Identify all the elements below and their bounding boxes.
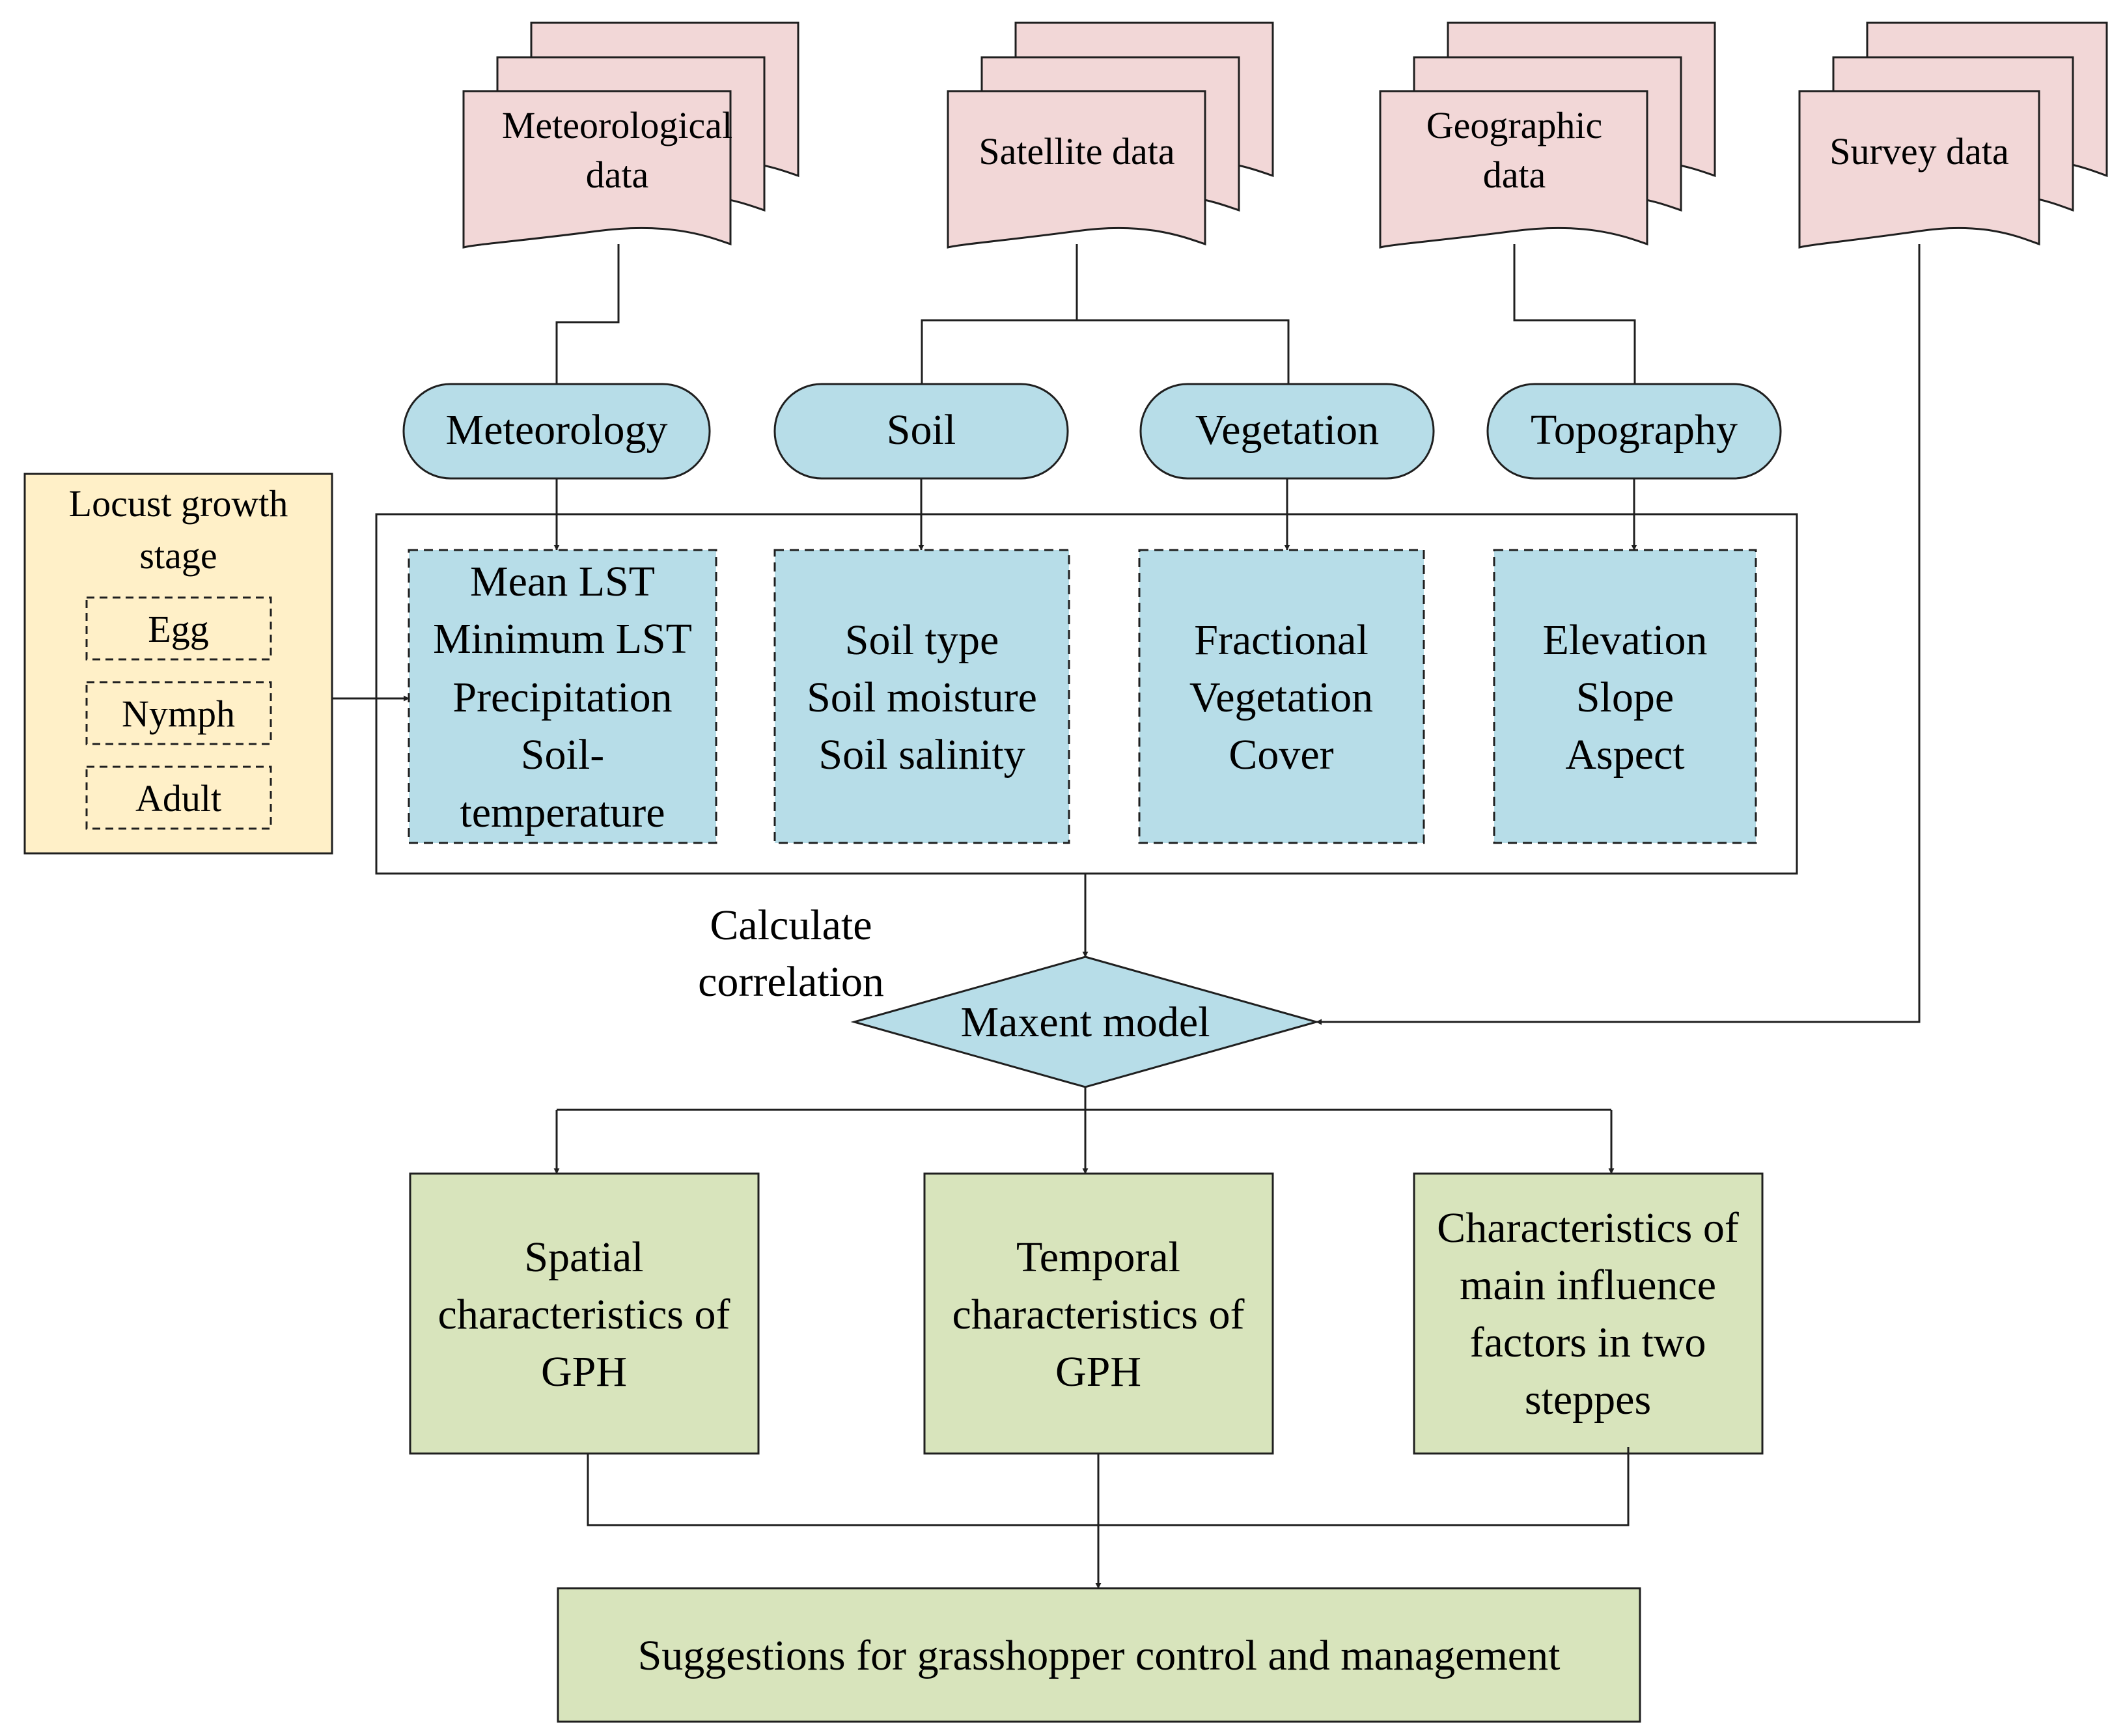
connector-satellite-branch bbox=[921, 319, 1290, 384]
factor-precipitation: Precipitation bbox=[452, 674, 672, 721]
category-meteorology: Meteorology bbox=[402, 383, 711, 480]
factor-minimum-lst: Minimum LST bbox=[433, 615, 692, 663]
factors-vegetation: Fractional Vegetation Cover bbox=[1138, 549, 1425, 844]
calculate-correlation-line-2: correlation bbox=[698, 958, 884, 1006]
maxent-model-label: Maxent model bbox=[960, 999, 1210, 1046]
category-soil-label: Soil bbox=[887, 406, 956, 454]
output-influence-line-1: Characteristics of bbox=[1437, 1204, 1739, 1252]
output-influence-line-4: steppes bbox=[1525, 1376, 1651, 1424]
factor-cover: Cover bbox=[1229, 731, 1333, 778]
meteorological-data-document: Meteorological data bbox=[462, 21, 799, 249]
factor-slope: Slope bbox=[1576, 674, 1674, 721]
stage-nymph-box bbox=[85, 681, 272, 745]
output-spatial-line-2: characteristics of bbox=[438, 1291, 730, 1338]
factor-mean-lst: Mean LST bbox=[470, 558, 655, 605]
survey-data-document: Survey data bbox=[1798, 21, 2108, 249]
output-influence-line-2: main influence bbox=[1460, 1261, 1716, 1309]
category-topography: Topography bbox=[1486, 383, 1782, 480]
factor-soil-salinity: Soil salinity bbox=[818, 731, 1025, 778]
factor-vegetation: Vegetation bbox=[1189, 674, 1373, 721]
factor-fractional: Fractional bbox=[1194, 616, 1368, 664]
output-temporal-line-2: characteristics of bbox=[952, 1291, 1245, 1338]
satellite-data-document: Satellite data bbox=[947, 21, 1274, 249]
connector-geographic-to-topography bbox=[1513, 244, 1636, 384]
geographic-data-document: Geographic data bbox=[1379, 21, 1716, 249]
output-temporal-characteristics: Temporal characteristics of GPH bbox=[923, 1172, 1274, 1455]
stage-egg-box bbox=[85, 596, 272, 661]
growth-stage-title-line-2: stage bbox=[139, 534, 217, 577]
meteorological-data-label-line-1: Meteorological bbox=[502, 104, 732, 146]
locust-growth-stage-panel: Locust growth stage Egg Nymph Adult bbox=[23, 473, 333, 855]
output-temporal-line-3: GPH bbox=[1055, 1348, 1141, 1396]
category-vegetation: Vegetation bbox=[1139, 383, 1435, 480]
output-influence-characteristics: Characteristics of main influence factor… bbox=[1413, 1172, 1764, 1455]
factor-elevation: Elevation bbox=[1543, 616, 1708, 664]
suggestion-box: Suggestions for grasshopper control and … bbox=[557, 1587, 1641, 1723]
survey-data-label: Survey data bbox=[1829, 130, 2008, 172]
category-vegetation-label: Vegetation bbox=[1195, 406, 1379, 454]
connector-meteorological-to-meteorology bbox=[555, 244, 620, 384]
output-spatial-line-1: Spatial bbox=[524, 1233, 643, 1281]
stage-egg: Egg bbox=[148, 608, 208, 650]
stage-adult: Adult bbox=[135, 777, 221, 820]
satellite-data-label: Satellite data bbox=[979, 130, 1174, 172]
stage-adult-box bbox=[85, 765, 272, 830]
factor-aspect: Aspect bbox=[1565, 731, 1684, 778]
maxent-model-decision: Maxent model bbox=[850, 956, 1320, 1088]
category-topography-label: Topography bbox=[1531, 406, 1738, 454]
factors-soil: Soil type Soil moisture Soil salinity bbox=[773, 549, 1070, 844]
factor-soil-type: Soil type bbox=[845, 616, 999, 664]
category-soil: Soil bbox=[773, 383, 1069, 480]
calculate-correlation-line-1: Calculate bbox=[710, 902, 872, 949]
factors-topography: Elevation Slope Aspect bbox=[1493, 549, 1757, 844]
output-spatial-characteristics: Spatial characteristics of GPH bbox=[409, 1172, 760, 1455]
suggestion-label: Suggestions for grasshopper control and … bbox=[638, 1632, 1561, 1679]
stage-nymph: Nymph bbox=[122, 693, 235, 735]
output-influence-line-3: factors in two bbox=[1470, 1319, 1706, 1366]
growth-stage-title-line-1: Locust growth bbox=[69, 482, 288, 525]
factor-soil-temperature-line-2: temperature bbox=[460, 789, 665, 836]
geographic-data-label-line-1: Geographic bbox=[1426, 104, 1603, 146]
factor-soil-temperature-line-1: Soil- bbox=[521, 731, 604, 778]
connector-spatial-to-merge bbox=[587, 1447, 1630, 1526]
output-spatial-line-3: GPH bbox=[541, 1348, 627, 1396]
arrow-survey-to-model bbox=[1316, 244, 1921, 1025]
meteorological-data-label-line-2: data bbox=[586, 154, 649, 196]
output-temporal-line-1: Temporal bbox=[1016, 1233, 1180, 1281]
factors-meteorology: Mean LST Minimum LST Precipitation Soil-… bbox=[408, 549, 717, 844]
factor-soil-moisture: Soil moisture bbox=[807, 674, 1037, 721]
category-meteorology-label: Meteorology bbox=[446, 406, 668, 454]
geographic-data-label-line-2: data bbox=[1483, 154, 1546, 196]
